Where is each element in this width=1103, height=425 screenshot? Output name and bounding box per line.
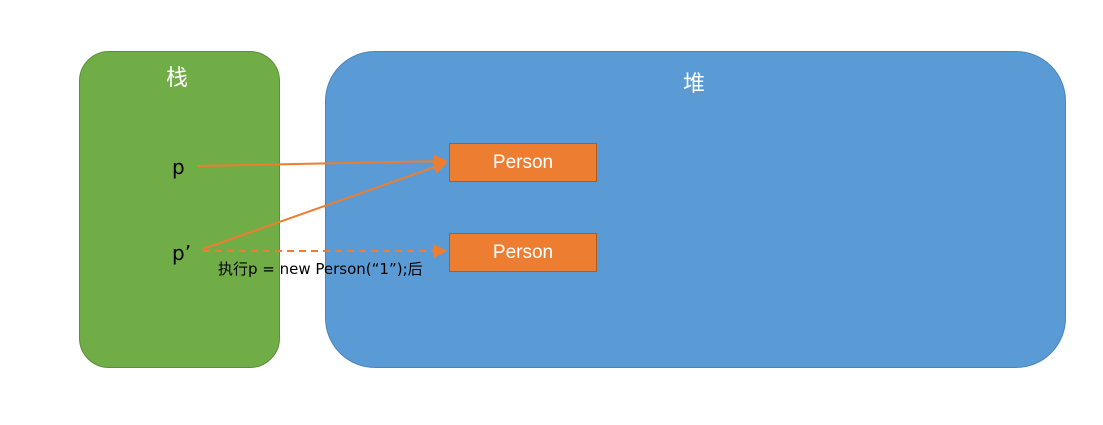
person-object-2: Person [449, 233, 597, 272]
variable-p: p [172, 155, 185, 179]
heap-panel [325, 51, 1066, 368]
stack-panel [79, 51, 280, 368]
heap-title: 堆 [683, 72, 706, 97]
variable-p-prime: p’ [172, 241, 192, 265]
stack-title: 栈 [166, 66, 189, 91]
person-object-1: Person [449, 143, 597, 182]
caption-text: 执行p = new Person(“1”);后 [218, 260, 423, 278]
